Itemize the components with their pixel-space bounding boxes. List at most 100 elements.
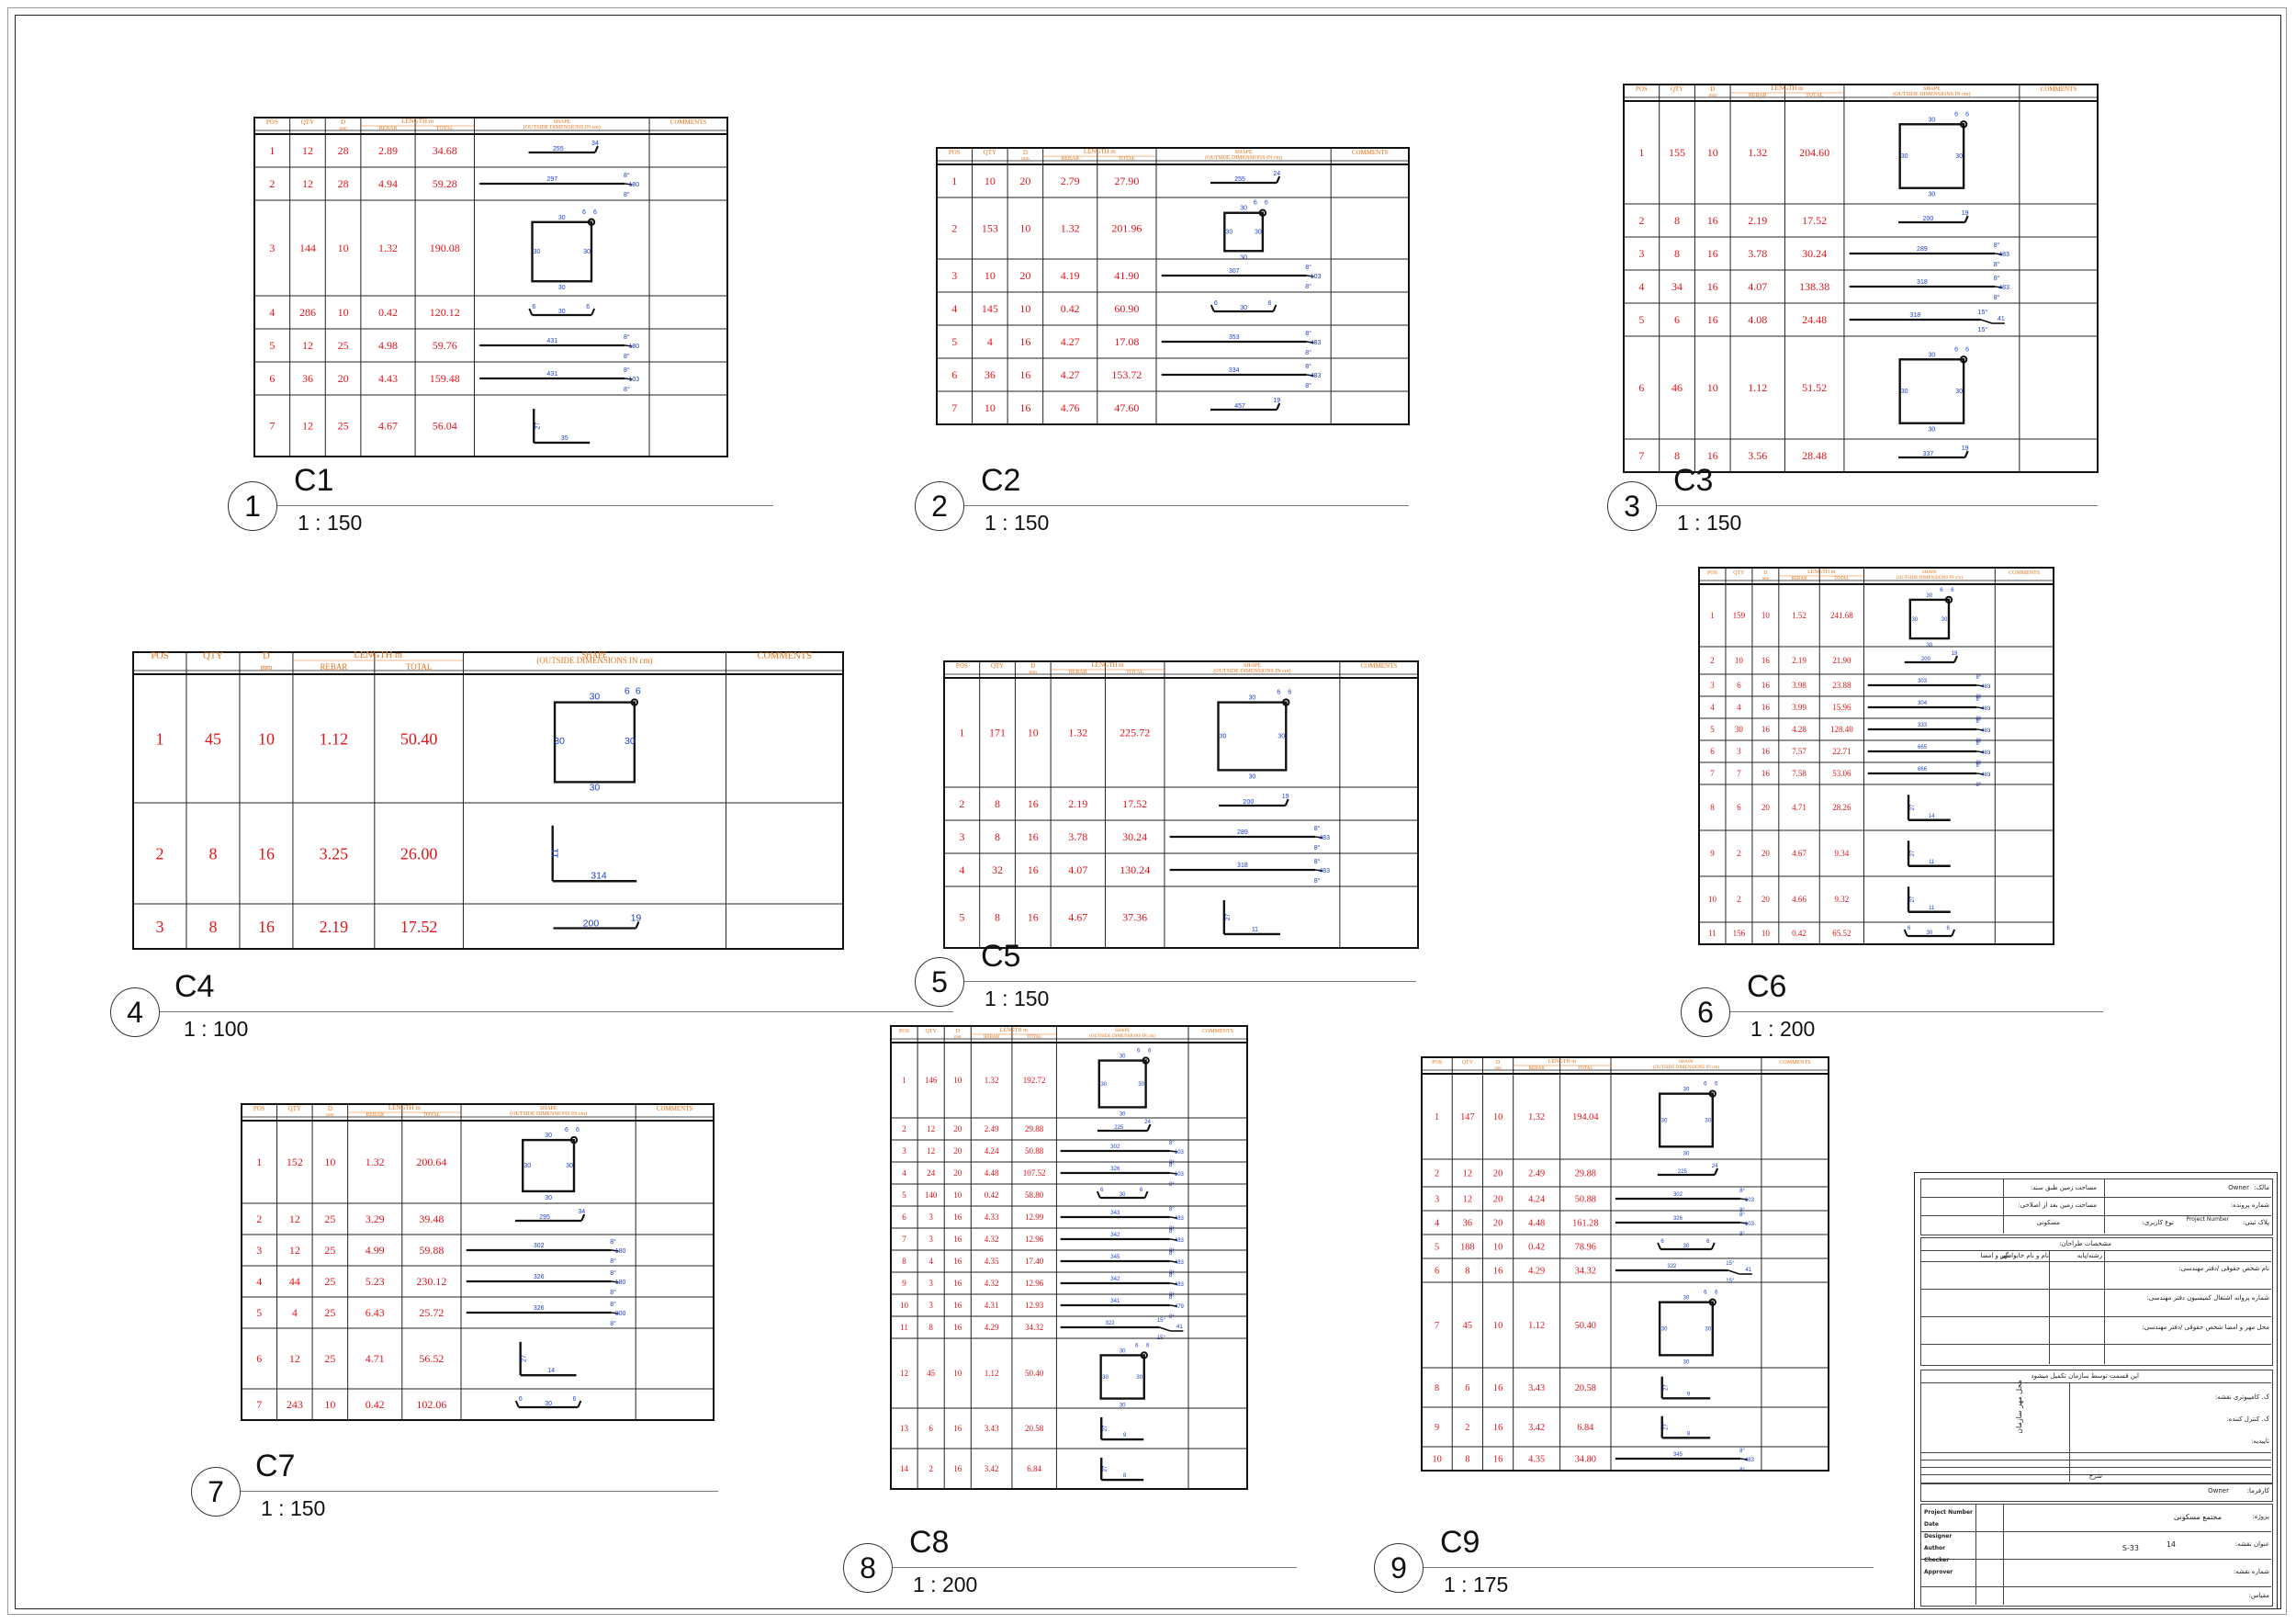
cell-pos: 4: [1638, 280, 1644, 293]
cell-d: 20: [1761, 895, 1771, 904]
hook-length: 6: [1951, 588, 1954, 593]
cell-qty: 4: [987, 335, 993, 348]
cell-d: 16: [258, 844, 275, 863]
view-title-underline: [1730, 1011, 2103, 1012]
cell-qty: 6: [1737, 681, 1741, 690]
hook-label: 24: [1273, 171, 1280, 177]
rebar-crank: [1306, 374, 1314, 377]
cell-total: 34.68: [433, 144, 457, 157]
bar-shape-lbar: 279: [1100, 1416, 1144, 1441]
cell-qty: 155: [1669, 146, 1685, 159]
header-mm: mm: [260, 663, 273, 671]
cell-total: 15.96: [1832, 703, 1851, 712]
header-qty: QTY: [1671, 85, 1683, 93]
angle-label: 8°: [624, 333, 630, 341]
cell-pos: 6: [1638, 381, 1644, 394]
cell-rebar: 4.24: [1528, 1195, 1545, 1205]
header-rebar: REBAR: [379, 126, 398, 131]
header-d: D: [1763, 570, 1768, 576]
stirrup-hook: [1282, 698, 1290, 706]
cell-qty: 153: [982, 222, 998, 235]
dimension-right: 30: [1955, 389, 1963, 395]
header-shape: SHAPE: [553, 119, 570, 125]
length-label: 255: [1234, 176, 1245, 183]
dimension-right: 30: [1705, 1327, 1711, 1333]
cell-qty: 12: [302, 339, 313, 352]
header-length: LENGTH m: [1000, 1028, 1028, 1033]
hook-length: 6: [1715, 1082, 1718, 1088]
cell-rebar: 3.42: [1528, 1423, 1545, 1433]
view-number-bubble: 5: [915, 957, 964, 1007]
cell-rebar: 4.67: [1792, 849, 1806, 858]
cell-pos: 11: [1708, 929, 1716, 938]
cell-d: 20: [338, 372, 349, 385]
length-label: 8: [1123, 1473, 1127, 1479]
cell-pos: 3: [256, 1244, 262, 1257]
length-label: 30: [558, 309, 566, 315]
header-shape-note: (OUTSIDE DIMENSIONS IN cm): [1896, 574, 1963, 581]
offset-label: 483: [1745, 1458, 1755, 1463]
angle-label: 8°: [610, 1269, 616, 1277]
stirrup-hook: [569, 1135, 579, 1145]
cell-total: 192.72: [1023, 1076, 1046, 1085]
dimension-bottom: 30: [545, 1195, 552, 1201]
cell-d: 16: [1028, 797, 1039, 810]
stirrup-hook: [1944, 595, 1953, 604]
cell-total: 28.26: [1832, 803, 1851, 812]
cell-total: 39.48: [419, 1212, 444, 1225]
cell-rebar: 0.42: [985, 1190, 999, 1200]
cell-rebar: 4.71: [1792, 803, 1806, 812]
view-scale: 1 : 200: [1750, 1017, 1816, 1041]
cell-qty: 8: [208, 918, 217, 936]
header-shape: SHAPE: [1115, 1028, 1130, 1033]
rebar-crank: [1159, 1326, 1171, 1332]
cell-total: 23.88: [1832, 681, 1851, 690]
header-pos: POS: [266, 118, 278, 126]
bar-shape-lbar: 278: [1100, 1457, 1144, 1482]
length-label: 8: [1687, 1431, 1691, 1437]
header-qty: QTY: [984, 149, 996, 156]
header-comments: COMMENTS: [1352, 149, 1389, 156]
tb-area-label: مساحت زمین طبق سند:: [2030, 1184, 2097, 1191]
offset-label: 483: [1175, 1282, 1185, 1288]
hook-length: 6: [576, 1127, 580, 1133]
cell-qty: 8: [929, 1323, 933, 1332]
bar-shape-lbar: 279: [1660, 1376, 1711, 1400]
cell-total: 27.90: [1114, 175, 1139, 187]
angle-label: 8°: [1169, 1141, 1175, 1146]
cell-rebar: 0.42: [378, 306, 398, 319]
rebar-crank: [1980, 319, 1993, 324]
length-label: 289: [1917, 246, 1928, 253]
angle-label: 8°: [1169, 1163, 1175, 1168]
cell-d: 16: [953, 1257, 962, 1266]
rebar-crank: [1169, 1282, 1177, 1285]
angle-label: 8°: [1169, 1160, 1175, 1166]
cell-pos: 1: [1435, 1112, 1439, 1122]
dimension-left: 30: [1225, 230, 1232, 236]
cell-d: 16: [1493, 1455, 1503, 1465]
cell-d: 16: [1761, 656, 1771, 665]
tb-divider: [1920, 1289, 2271, 1290]
header-mm: mm: [1762, 577, 1770, 581]
cell-rebar: 1.52: [1792, 611, 1806, 620]
rebar-hook: [1272, 304, 1277, 312]
angle-label: 8°: [1739, 1449, 1745, 1454]
